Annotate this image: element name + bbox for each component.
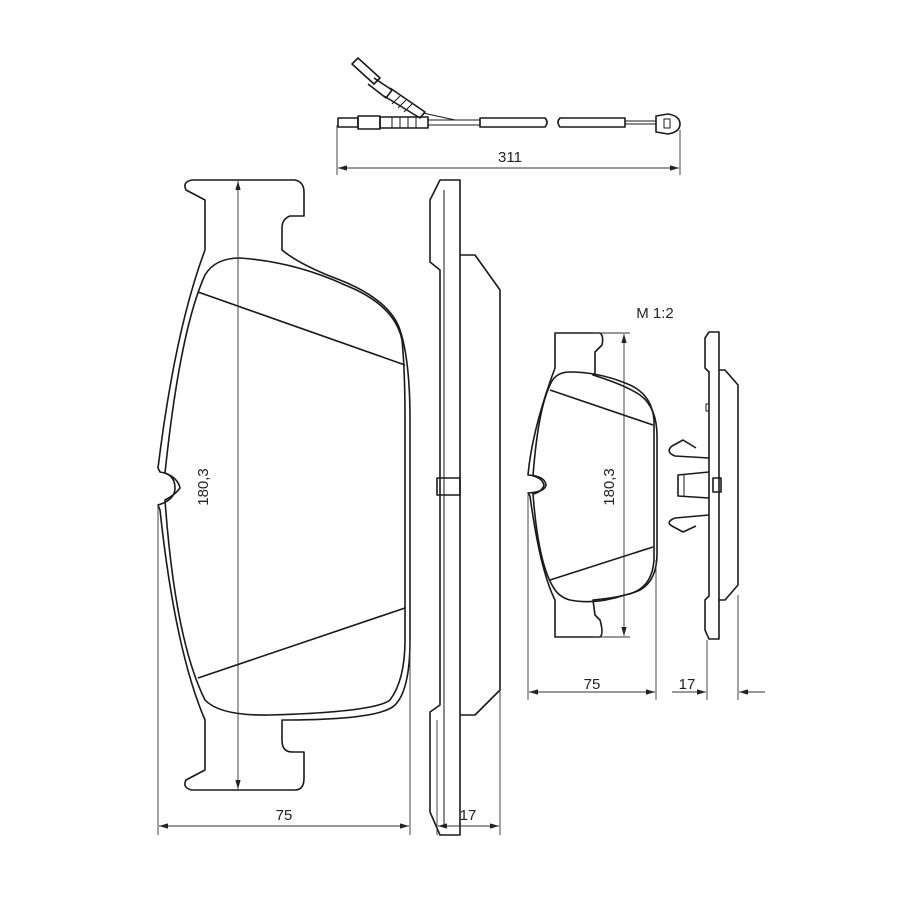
- pad-thickness-label: 17: [460, 807, 477, 824]
- scale-label: M 1:2: [636, 305, 674, 322]
- pad-height-label: 180,3: [195, 468, 212, 506]
- dimension-small-pad-height: [593, 332, 630, 638]
- brake-pad-front-view: [157, 179, 411, 791]
- small-pad-side-view: [668, 331, 739, 640]
- small-pad-height-label: 180,3: [601, 468, 618, 506]
- small-pad-width-label: 75: [584, 676, 601, 693]
- pad-width-label: 75: [276, 807, 293, 824]
- dimension-small-pad-thickness: [672, 595, 765, 700]
- dimension-pad-thickness: [436, 690, 501, 835]
- sensor-length-label: 311: [498, 149, 522, 166]
- small-pad-front-view: [527, 332, 658, 638]
- dimension-small-pad-width: [527, 495, 657, 700]
- brake-pad-side-view: [429, 179, 501, 836]
- dimension-sensor-length: [336, 125, 681, 175]
- dimension-pad-width: [157, 505, 411, 835]
- wear-sensor: [337, 57, 681, 135]
- small-pad-thickness-label: 17: [679, 676, 696, 693]
